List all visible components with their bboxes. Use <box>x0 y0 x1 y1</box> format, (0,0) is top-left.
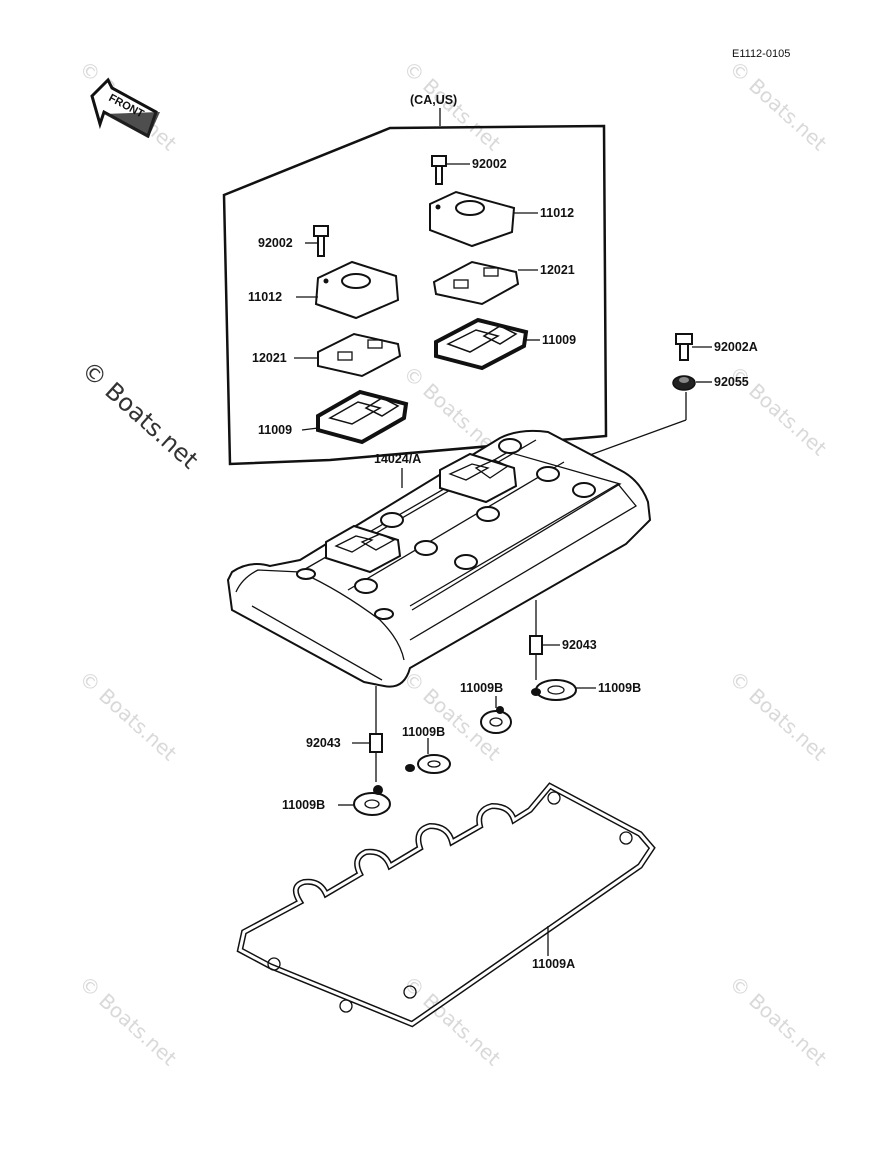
watermark: © Boats.net <box>75 666 182 766</box>
cylinder-head-cover-icon <box>226 429 652 688</box>
oring-right-icon <box>531 679 577 701</box>
head-gasket-icon <box>236 782 656 1028</box>
label-11009B-mid: 11009B <box>402 725 445 739</box>
label-11009B-center: 11009B <box>460 681 503 695</box>
label-14024A: 14024/A <box>374 452 421 466</box>
gasket-plate-right-icon <box>432 260 520 306</box>
label-92043-right: 92043 <box>562 638 597 652</box>
label-11009B-left: 11009B <box>282 798 325 812</box>
watermark: © Boats.net <box>725 971 832 1071</box>
watermark-dark: © Boats.net <box>76 356 204 475</box>
dowel-right-icon <box>529 635 543 655</box>
valve-cover-top-icon <box>429 190 516 248</box>
watermark: © Boats.net <box>75 971 182 1071</box>
label-12021-right: 12021 <box>540 263 575 277</box>
label-92002A: 92002A <box>714 340 758 354</box>
label-92043-left: 92043 <box>306 736 341 750</box>
label-92002-left: 92002 <box>258 236 293 250</box>
bolt-top-icon <box>431 155 447 185</box>
dowel-left-icon <box>369 733 383 753</box>
inset-box: (CA,US) <box>222 93 608 466</box>
label-92002-top: 92002 <box>472 157 507 171</box>
label-12021-left: 12021 <box>252 351 287 365</box>
gasket-plate-left-icon <box>317 332 402 378</box>
seal-left-icon <box>316 389 409 445</box>
oring-left-icon <box>353 785 391 816</box>
label-11009B-right: 11009B <box>598 681 641 695</box>
watermark: © Boats.net <box>725 666 832 766</box>
watermark: © Boats.net <box>725 56 832 156</box>
label-92055: 92055 <box>714 375 749 389</box>
label-11009A: 11009A <box>532 957 575 971</box>
front-arrow-icon: FRONT <box>90 77 160 139</box>
inset-label: (CA,US) <box>410 93 457 107</box>
label-11012-top: 11012 <box>540 206 574 220</box>
label-11012-left: 11012 <box>248 290 282 304</box>
bolt-a-icon <box>675 333 693 361</box>
oring-mid-icon <box>405 754 451 774</box>
diagram-code: E1112-0105 <box>732 48 790 60</box>
label-11009-right: 11009 <box>542 333 576 347</box>
oring-center-icon <box>480 706 512 734</box>
bolt-left-icon <box>313 225 329 257</box>
valve-cover-left-icon <box>314 260 400 320</box>
label-11009-left: 11009 <box>258 423 292 437</box>
washer-icon <box>672 375 696 391</box>
seal-right-icon <box>434 317 529 371</box>
